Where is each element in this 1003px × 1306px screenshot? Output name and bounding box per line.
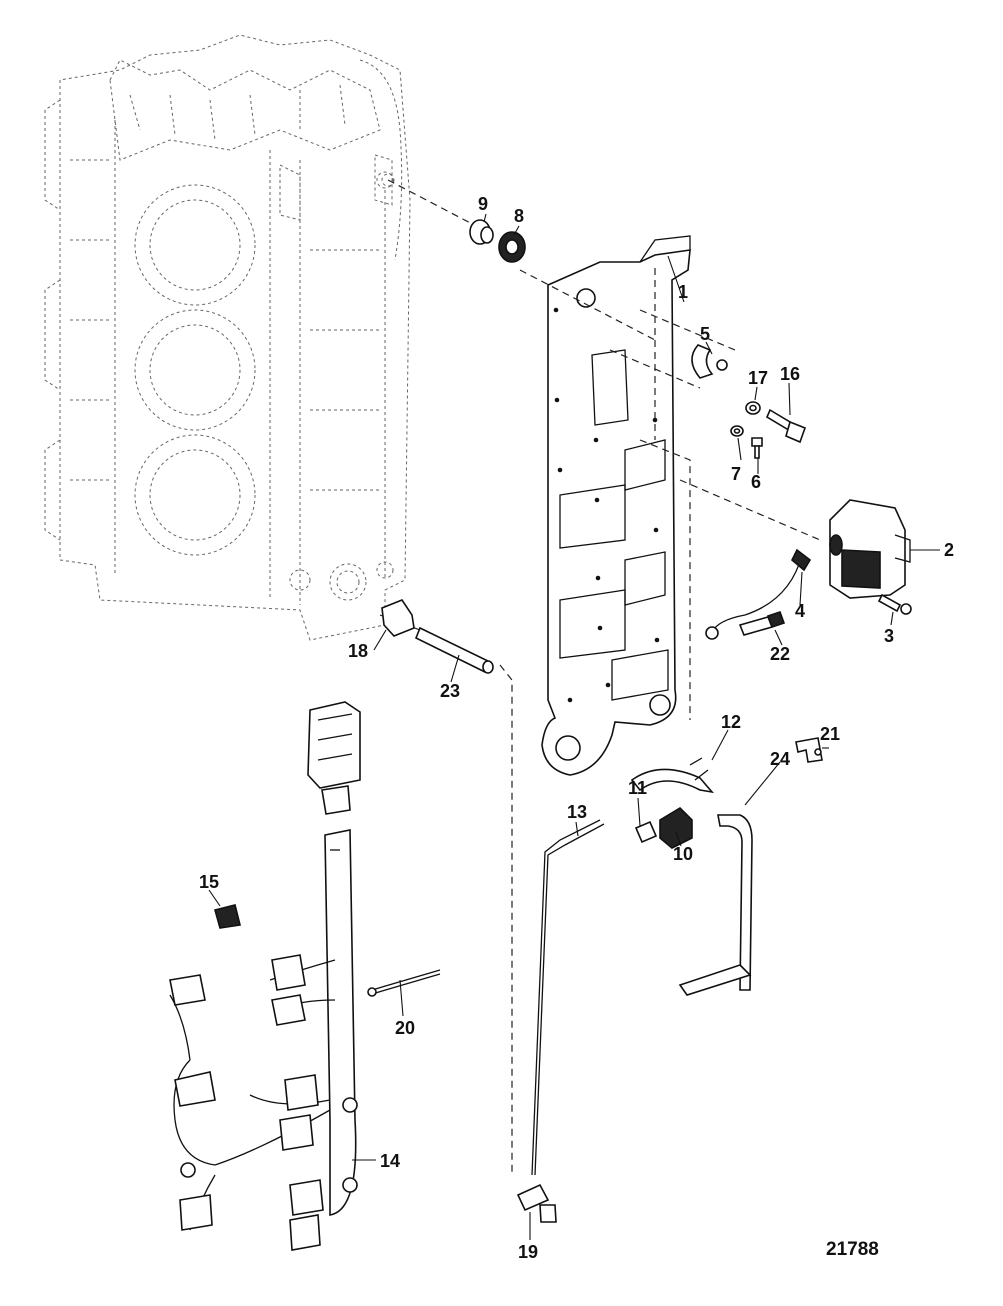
leader-lines [208, 213, 940, 1240]
callout-23: 23 [440, 681, 460, 701]
callout-11: 11 [628, 778, 647, 798]
wire-harness [169, 701, 361, 1251]
callout-24: 24 [770, 749, 790, 769]
callout-9: 9 [478, 194, 488, 214]
assembly-lines [379, 179, 821, 1175]
callout-8: 8 [514, 206, 524, 226]
callout-17: 17 [748, 368, 768, 388]
callout-20: 20 [395, 1018, 415, 1038]
callout-19: 19 [518, 1242, 538, 1262]
callout-4: 4 [795, 601, 805, 621]
callout-15: 15 [199, 872, 219, 892]
callout-2: 2 [944, 540, 954, 560]
mounting-plate [541, 235, 691, 776]
callout-7: 7 [731, 464, 741, 484]
callout-13: 13 [567, 802, 587, 822]
callout-16: 16 [780, 364, 800, 384]
callout-5: 5 [700, 324, 710, 344]
figure-number: 21788 [826, 1239, 879, 1260]
callout-12: 12 [721, 712, 741, 732]
callout-1: 1 [678, 282, 688, 302]
callout-labels: 1 2 3 4 5 6 7 8 9 10 11 12 13 14 15 16 1… [199, 194, 954, 1262]
callout-10: 10 [673, 844, 693, 864]
callout-21: 21 [820, 724, 840, 744]
callout-14: 14 [380, 1151, 400, 1171]
callout-18: 18 [348, 641, 368, 661]
callout-3: 3 [884, 626, 894, 646]
callout-6: 6 [751, 472, 761, 492]
engine-block [44, 34, 411, 641]
callout-22: 22 [770, 644, 790, 664]
parts [214, 219, 912, 1223]
